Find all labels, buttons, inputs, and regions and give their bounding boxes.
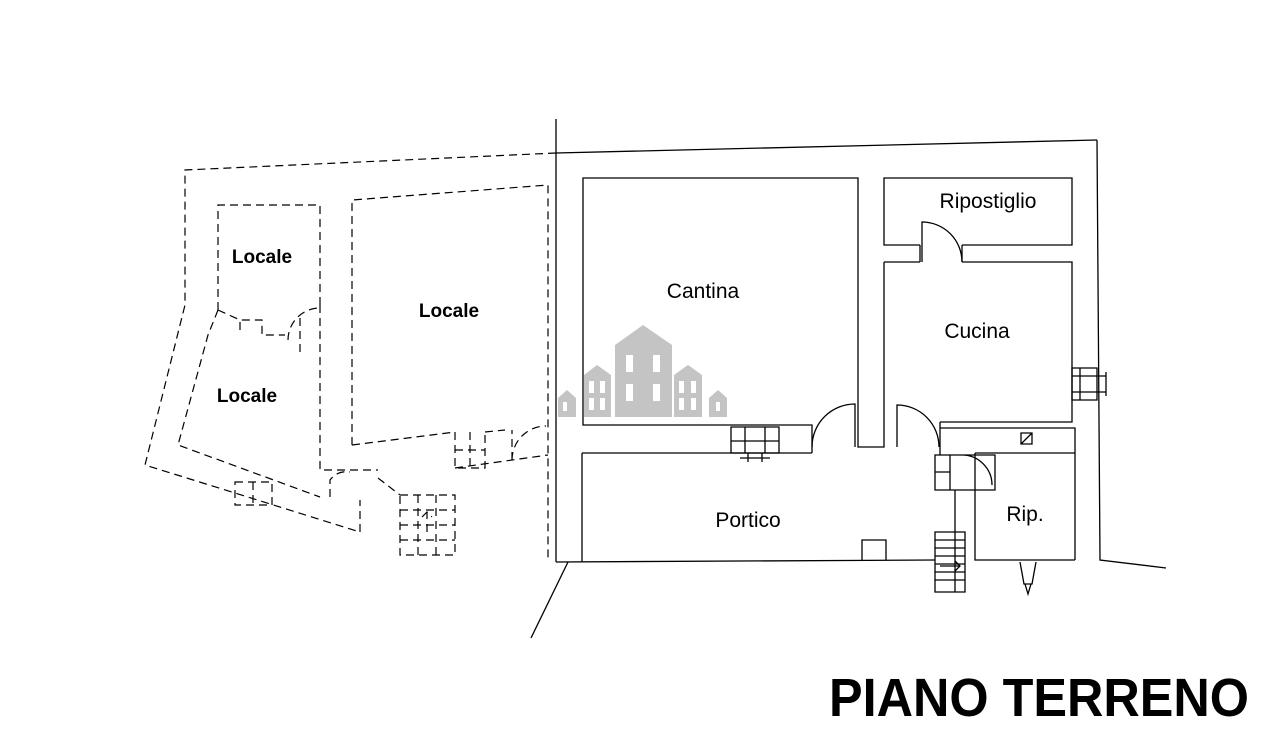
stairs-icon xyxy=(399,494,456,556)
outer-wall-top xyxy=(555,139,1098,154)
old-room-lower-left-walls xyxy=(177,309,321,498)
houses-logo-icon xyxy=(558,325,727,417)
site-boundary-line xyxy=(530,561,569,639)
door-swing-icon xyxy=(511,425,547,461)
old-steps xyxy=(454,432,486,469)
drain-icon xyxy=(1019,561,1037,597)
door-swing-icon xyxy=(329,471,351,497)
door-swing-icon xyxy=(896,404,940,448)
old-room-center-walls xyxy=(351,184,549,560)
fireplace-icon xyxy=(730,426,780,462)
room-label-cucina: Cucina xyxy=(944,320,1010,343)
cantina-walls xyxy=(582,177,885,453)
vent-square-icon xyxy=(1020,432,1033,445)
old-building-dashed-walls xyxy=(144,152,557,560)
main-building-walls xyxy=(530,119,1167,639)
old-step-box xyxy=(234,481,273,506)
old-passage-lines xyxy=(359,454,549,532)
plan-title: PIANO TERRENO xyxy=(829,668,1249,728)
ripostiglio-walls xyxy=(883,177,1073,246)
room-label-ripostiglio: Ripostiglio xyxy=(940,190,1037,213)
old-door-steps xyxy=(217,309,301,355)
room-label-locale: Locale xyxy=(217,386,277,407)
stairs-icon xyxy=(934,531,966,593)
room-label-rip: Rip. xyxy=(1006,503,1043,526)
portico-pillar xyxy=(861,539,887,560)
room-labels: Ripostiglio Cantina Cucina Portico Rip. … xyxy=(217,190,1044,532)
cucina-walls xyxy=(884,261,1073,423)
stairs-icon xyxy=(934,454,996,491)
door-swing-icon xyxy=(287,307,321,341)
outer-wall-right xyxy=(1096,139,1167,569)
old-outer-boundary xyxy=(144,152,557,533)
old-room-center-bottom xyxy=(351,429,506,446)
rip-walls xyxy=(939,422,1076,561)
door-swing-icon xyxy=(921,221,963,263)
chimney-icon xyxy=(1071,367,1107,401)
room-label-locale: Locale xyxy=(232,247,292,268)
door-swing-icon xyxy=(811,403,856,448)
old-room-top-left-walls xyxy=(217,204,321,310)
outer-wall-bottom xyxy=(555,559,936,563)
room-label-locale: Locale xyxy=(419,301,479,322)
old-partition-wall xyxy=(319,305,378,471)
room-label-portico: Portico xyxy=(715,509,780,532)
room-label-cantina: Cantina xyxy=(667,280,740,303)
